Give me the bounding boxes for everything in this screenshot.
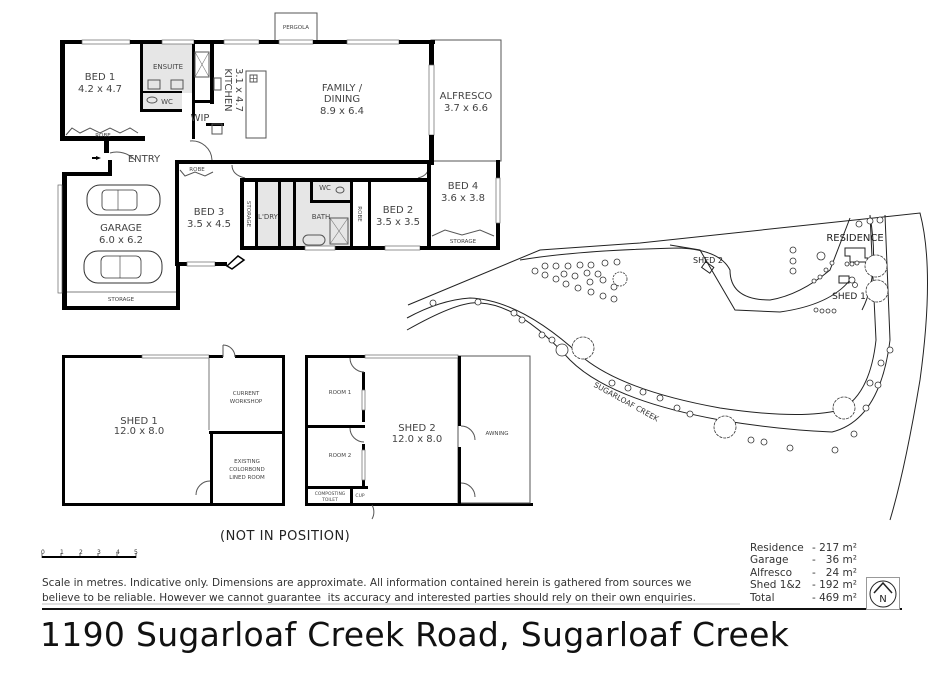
room-label: PERGOLA [283,25,309,31]
room-dims: 12.0 x 8.0 [392,434,442,445]
area-row: Garage- 36 m² [750,554,857,567]
room-label: LINED ROOM [229,475,265,481]
room-label: ENSUITE [153,63,183,71]
room-dims: 8.9 x 6.4 [320,106,364,117]
tree-icon [555,254,889,439]
room-label: FAMILY / [322,83,363,94]
room-label: COLORBOND [229,467,265,473]
room-label: WORKSHOP [230,399,263,405]
disclaimer-line: Scale in metres. Indicative only. Dimens… [42,577,692,589]
room-label: ALFRESCO [440,91,493,102]
room-label: ROOM 2 [329,453,351,459]
north-arrow-icon: N [866,577,900,610]
disclaimer-line: believe to be reliable. However we canno… [42,592,696,604]
room-label: COMPOSTING [315,491,346,497]
room-label: ROBE [189,167,205,173]
site-label-shed2: SHED 2 [693,256,723,265]
room-dims: 3.5 x 3.5 [376,217,420,228]
room-label: WIP [191,113,210,124]
room-label: BED 3 [194,207,224,218]
area-row: Total- 469 m² [750,591,857,604]
room-label: STORAGE [450,239,477,245]
room-dims: 12.0 x 8.0 [114,426,164,437]
car-icon [86,184,161,216]
site-label-residence: RESIDENCE [826,233,883,244]
area-summary: Residence- 217 m² Garage- 36 m² Alfresco… [750,542,868,604]
room-label: SHED 2 [398,423,435,434]
area-row: Alfresco- 24 m² [750,566,857,579]
scale-tick: 5 [134,549,138,556]
room-label: STORAGE [108,297,135,303]
site-plan [406,212,928,521]
scale-tick: 1 [60,549,64,556]
room-dims: 3.1 x 4.7 [233,68,244,112]
scale-tick: 3 [97,549,101,556]
room-label: SHED 1 [120,416,157,427]
room-label: WC [319,184,331,192]
room-label: STORAGE [245,201,251,228]
room-dims: 3.6 x 3.8 [441,193,485,204]
room-label: CURRENT [233,391,260,397]
room-label: BED 1 [85,72,115,83]
property-address-title: 1190 Sugarloaf Creek Road, Sugarloaf Cre… [40,615,790,654]
room-label: WC [161,98,173,106]
shed1-plan [62,344,285,506]
scale-bar [41,553,137,558]
room-dims: 3.7 x 6.6 [444,103,488,114]
room-label: TOILET [321,497,338,503]
room-label: ROOM 1 [329,390,351,396]
area-row: Residence- 217 m² [750,542,857,554]
room-label: CUP [355,493,364,499]
shed2-plan [305,354,533,520]
room-label: ROBE [356,206,362,222]
car-icon [83,250,163,284]
room-label: EXISTING [234,459,260,465]
room-label: AWNING [485,431,508,437]
room-dims: 4.2 x 4.7 [78,84,122,95]
room-dims: 3.5 x 4.5 [187,219,231,230]
room-label: KITCHEN [222,68,233,111]
room-label: L'DRY [258,213,279,221]
divider [42,608,902,610]
site-label-shed1: SHED 1 [832,292,866,302]
scale-tick: 4 [116,549,120,556]
residence-plan [57,12,502,310]
room-label: ENTRY [128,154,161,165]
room-dims: 6.0 x 6.2 [99,235,143,246]
room-label: ROBE [95,133,111,139]
room-label: BED 4 [448,181,478,192]
room-label: DINING [324,94,360,105]
room-label: BED 2 [383,205,413,216]
room-label: GARAGE [100,223,142,234]
scale-tick: 0 [41,549,45,556]
scale-tick: 2 [79,549,83,556]
tree-cluster [429,216,894,454]
room-label: BATH [312,213,331,221]
disclaimer: Scale in metres. Indicative only. Dimens… [42,576,742,606]
area-row: Shed 1&2- 192 m² [750,579,857,592]
svg-text:N: N [879,592,886,603]
not-in-position-note: (NOT IN POSITION) [220,529,351,544]
